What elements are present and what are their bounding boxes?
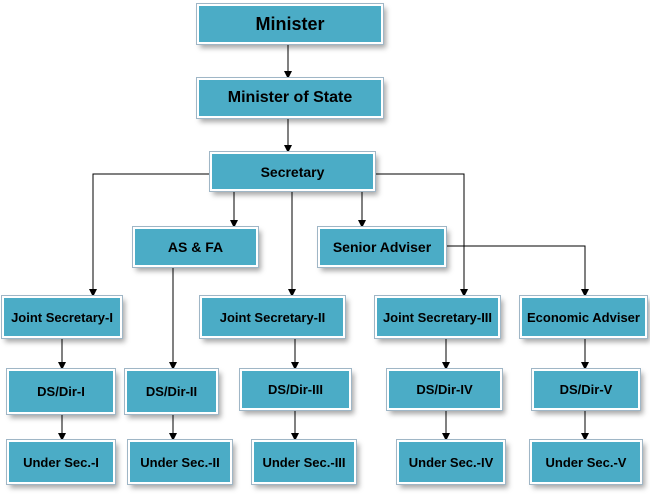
node-under-sec-2-label: Under Sec.-II [140, 454, 220, 470]
node-ds-dir-1: DS/Dir-I [6, 368, 116, 415]
node-ds-dir-5-label: DS/Dir-V [559, 382, 613, 397]
node-joint-secretary-1-label: Joint Secretary-I [11, 309, 113, 325]
node-economic-adviser: Economic Adviser [519, 295, 648, 339]
node-as-fa: AS & FA [132, 226, 259, 268]
node-minister-label: Minister [255, 13, 325, 34]
node-ds-dir-1-label: DS/Dir-I [37, 384, 85, 399]
node-ds-dir-5: DS/Dir-V [531, 368, 641, 411]
node-under-sec-4: Under Sec.-IV [396, 439, 506, 485]
node-under-sec-5-label: Under Sec.-V [545, 454, 627, 470]
node-minister-of-state-label: Minister of State [227, 89, 353, 106]
node-under-sec-3-label: Under Sec.-III [262, 454, 346, 470]
node-secretary-label: Secretary [260, 163, 325, 180]
node-secretary: Secretary [209, 151, 376, 192]
node-joint-secretary-2-label: Joint Secretary-II [219, 309, 326, 325]
node-senior-adviser-label: Senior Adviser [332, 239, 432, 255]
node-as-fa-label: AS & FA [167, 239, 224, 255]
edge-senior-adviser-to-economic-adviser [446, 245, 589, 297]
node-ds-dir-3-label: DS/Dir-III [268, 382, 323, 397]
edge-secretary-to-joint-secretary-3 [375, 173, 468, 297]
node-under-sec-4-label: Under Sec.-IV [408, 454, 494, 470]
node-under-sec-2: Under Sec.-II [127, 439, 233, 485]
node-under-sec-5: Under Sec.-V [529, 439, 643, 485]
node-ds-dir-2: DS/Dir-II [124, 368, 219, 415]
node-joint-secretary-3-label: Joint Secretary-III [382, 309, 493, 325]
node-minister: Minister [196, 3, 384, 45]
node-under-sec-1: Under Sec.-I [6, 439, 116, 485]
node-under-sec-1-label: Under Sec.-I [23, 454, 99, 470]
edge-secretary-to-joint-secretary-1 [89, 173, 210, 297]
node-ds-dir-4-label: DS/Dir-IV [416, 382, 473, 397]
node-economic-adviser-label: Economic Adviser [527, 309, 640, 325]
node-minister-of-state: Minister of State [196, 77, 384, 119]
node-under-sec-3: Under Sec.-III [251, 439, 357, 485]
node-joint-secretary-1: Joint Secretary-I [1, 295, 123, 339]
node-ds-dir-2-label: DS/Dir-II [145, 384, 198, 399]
node-senior-adviser: Senior Adviser [317, 226, 447, 268]
node-joint-secretary-3: Joint Secretary-III [374, 295, 501, 339]
node-joint-secretary-2: Joint Secretary-II [199, 295, 346, 339]
node-ds-dir-4: DS/Dir-IV [386, 368, 503, 411]
node-ds-dir-3: DS/Dir-III [239, 368, 352, 411]
